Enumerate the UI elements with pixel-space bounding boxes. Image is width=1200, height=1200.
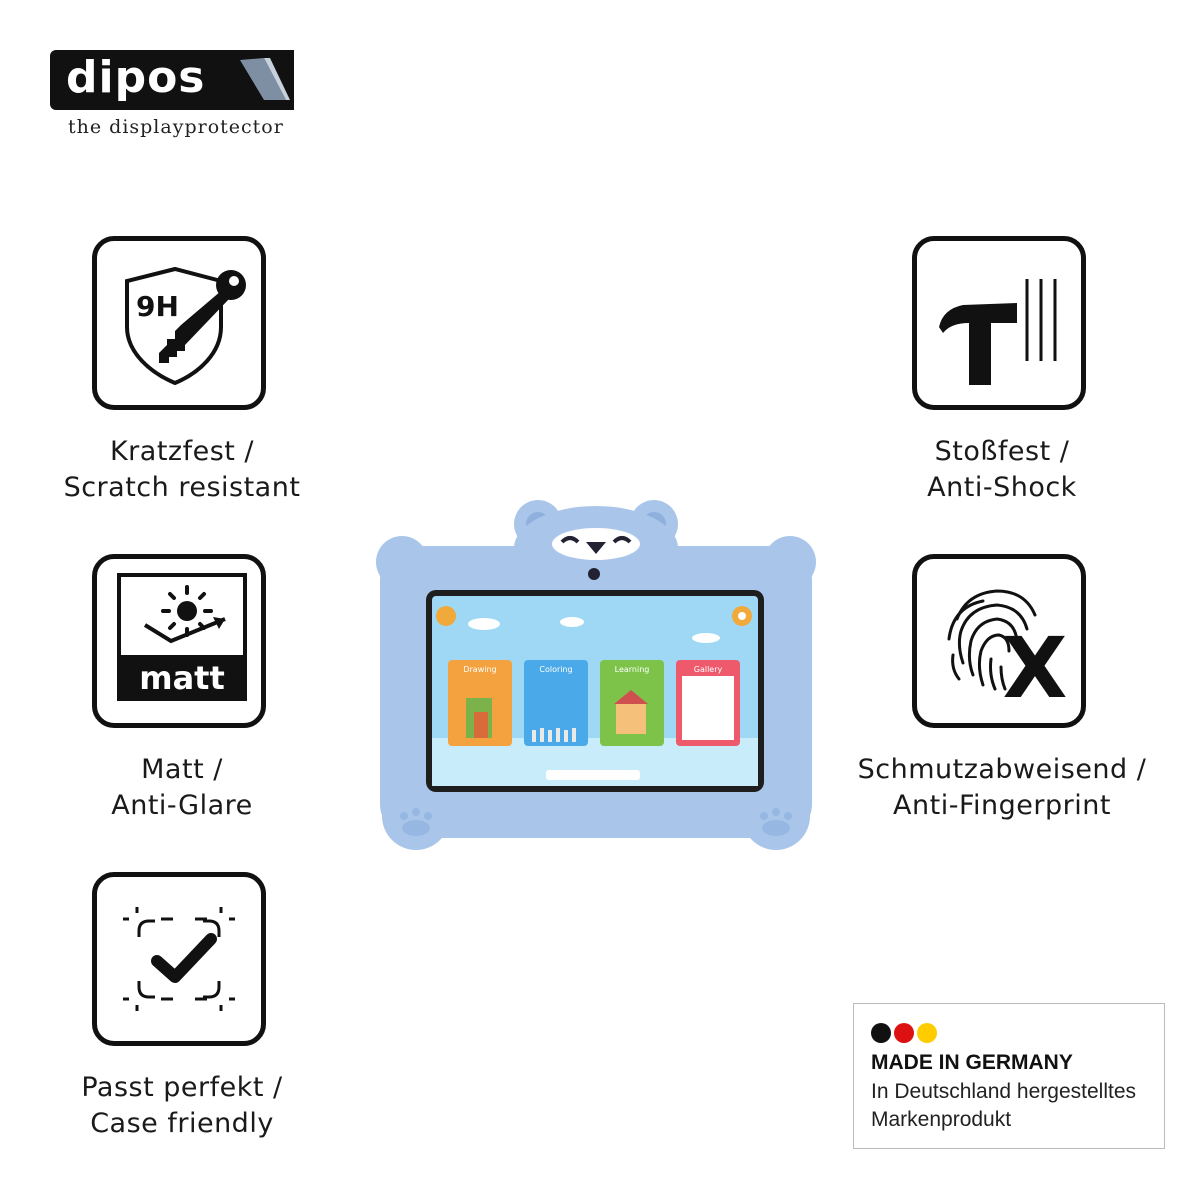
case-friendly-tile [92,872,266,1046]
scratch-caption-en: Scratch resistant [63,472,301,503]
made-in-germany-line2: Markenprodukt [871,1108,1012,1131]
anti-shock-tile [912,236,1086,410]
anti-shock-caption: Stoßfest / Anti-Shock [832,434,1172,506]
case-friendly-caption-de: Passt perfekt / [81,1072,283,1103]
logo-wordmark: dipos [66,52,206,103]
anti-glare-caption: Matt / Anti-Glare [12,752,352,824]
x-mark: X [1003,619,1068,717]
german-flag-dots [871,1023,940,1047]
flag-dot-red [894,1023,914,1043]
anti-fingerprint-tile: X [912,554,1086,728]
app-label-coloring: Coloring [539,665,572,674]
nine-h-label: 9H [136,290,179,323]
flag-dot-black [871,1023,891,1043]
kids-tablet-image: Drawing Coloring Learning Gallery [376,500,816,850]
case-friendly-caption-en: Case friendly [90,1108,274,1139]
app-label-gallery: Gallery [694,665,723,674]
app-label-learning: Learning [615,665,650,674]
anti-shock-caption-de: Stoßfest / [934,436,1070,467]
made-in-germany-heading: MADE IN GERMANY [871,1051,1073,1074]
app-label-drawing: Drawing [463,665,496,674]
anti-fingerprint-caption: Schmutzabweisend / Anti-Fingerprint [832,752,1172,824]
anti-fingerprint-caption-en: Anti-Fingerprint [893,790,1111,821]
made-in-germany-box: MADE IN GERMANY In Deutschland hergestel… [853,1003,1165,1149]
anti-shock-caption-en: Anti-Shock [927,472,1077,503]
brand-logo: dipos the displayprotector [50,50,294,142]
hammer-icon [939,279,1057,385]
scratch-resistant-tile: 9H [92,236,266,410]
scratch-caption: Kratzfest / Scratch resistant [12,434,352,506]
fingerprint-x-icon: X [947,589,1068,717]
matt-label: matt [139,659,225,697]
scratch-caption-de: Kratzfest / [109,436,255,467]
check-frame-icon [123,907,235,1011]
matt-sun-icon: matt [117,573,247,701]
shield-key-9h-icon: 9H [125,266,246,386]
anti-glare-caption-de: Matt / [141,754,223,785]
made-in-germany-line1: In Deutschland hergestelltes [871,1080,1136,1103]
anti-glare-tile: matt [92,554,266,728]
anti-fingerprint-caption-de: Schmutzabweisend / [857,754,1147,785]
anti-glare-caption-en: Anti-Glare [111,790,253,821]
logo-tagline: the displayprotector [68,116,284,138]
peel-corner-icon [234,50,294,110]
case-friendly-caption: Passt perfekt / Case friendly [12,1070,352,1142]
flag-dot-gold [917,1023,937,1043]
